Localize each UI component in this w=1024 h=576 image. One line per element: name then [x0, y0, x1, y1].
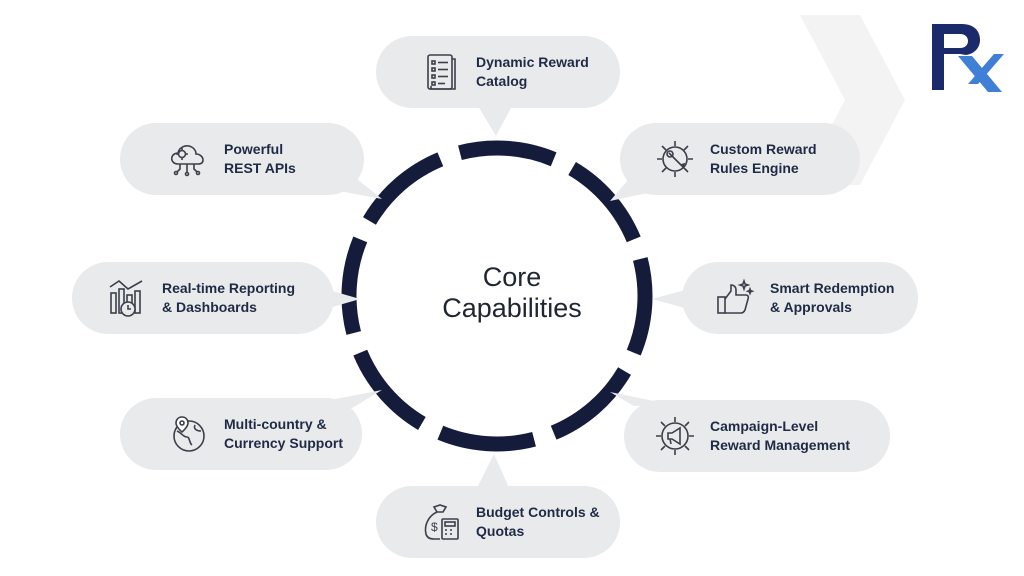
- ring-segment: [341, 236, 368, 335]
- capability-label: Campaign-Level Reward Management: [710, 418, 851, 453]
- ring-segment: [363, 152, 444, 225]
- capability-label: Smart Redemption & Approvals: [770, 280, 895, 315]
- capability-card-multi-country: Multi-country & Currency Support: [120, 390, 382, 470]
- bar-chart-clock-icon: [109, 279, 143, 317]
- money-bag-calculator-icon: $: [424, 504, 459, 540]
- capability-card-budget-controls: $ Budget Controls & Quotas: [376, 454, 620, 558]
- center-title-line2: Capabilities: [442, 293, 582, 323]
- capability-label: Multi-country & Currency Support: [224, 416, 344, 451]
- ring-segment: [437, 425, 536, 452]
- capability-label: Powerful REST APIs: [224, 141, 296, 176]
- svg-text:$: $: [431, 520, 438, 534]
- center-title: Core Capabilities: [392, 262, 632, 324]
- capability-label: Real-time Reporting & Dashboards: [162, 280, 296, 315]
- globe-pin-icon: [173, 416, 205, 452]
- capability-label: Budget Controls & Quotas: [476, 504, 600, 539]
- gear-megaphone-icon: [656, 417, 694, 455]
- catalog-list-icon: [427, 54, 456, 90]
- ring-segment: [626, 257, 653, 356]
- center-title-line1: Core: [482, 262, 542, 292]
- capability-card-dynamic-reward-catalog: Dynamic Reward Catalog: [376, 36, 620, 136]
- ring-segment: [458, 140, 557, 167]
- capability-card-smart-redemption: Smart Redemption & Approvals: [652, 262, 918, 334]
- capability-card-custom-reward-rules-engine: Custom Reward Rules Engine: [610, 123, 860, 201]
- capability-label: Dynamic Reward Catalog: [476, 54, 589, 89]
- capability-label: Custom Reward Rules Engine: [710, 141, 817, 176]
- capability-card-real-time-reporting: Real-time Reporting & Dashboards: [72, 262, 360, 334]
- capability-card-powerful-rest-apis: Powerful REST APIs: [120, 123, 382, 199]
- ring-segment: [568, 162, 641, 243]
- ring-segment: [550, 367, 631, 440]
- capability-card-campaign-level: Campaign-Level Reward Management: [610, 392, 890, 472]
- cloud-gear-icon: [170, 145, 204, 177]
- thumbs-up-icon: [717, 278, 755, 314]
- fx-logo: [932, 24, 1004, 92]
- ring-segment: [353, 349, 426, 430]
- gear-wrench-icon: [657, 141, 693, 177]
